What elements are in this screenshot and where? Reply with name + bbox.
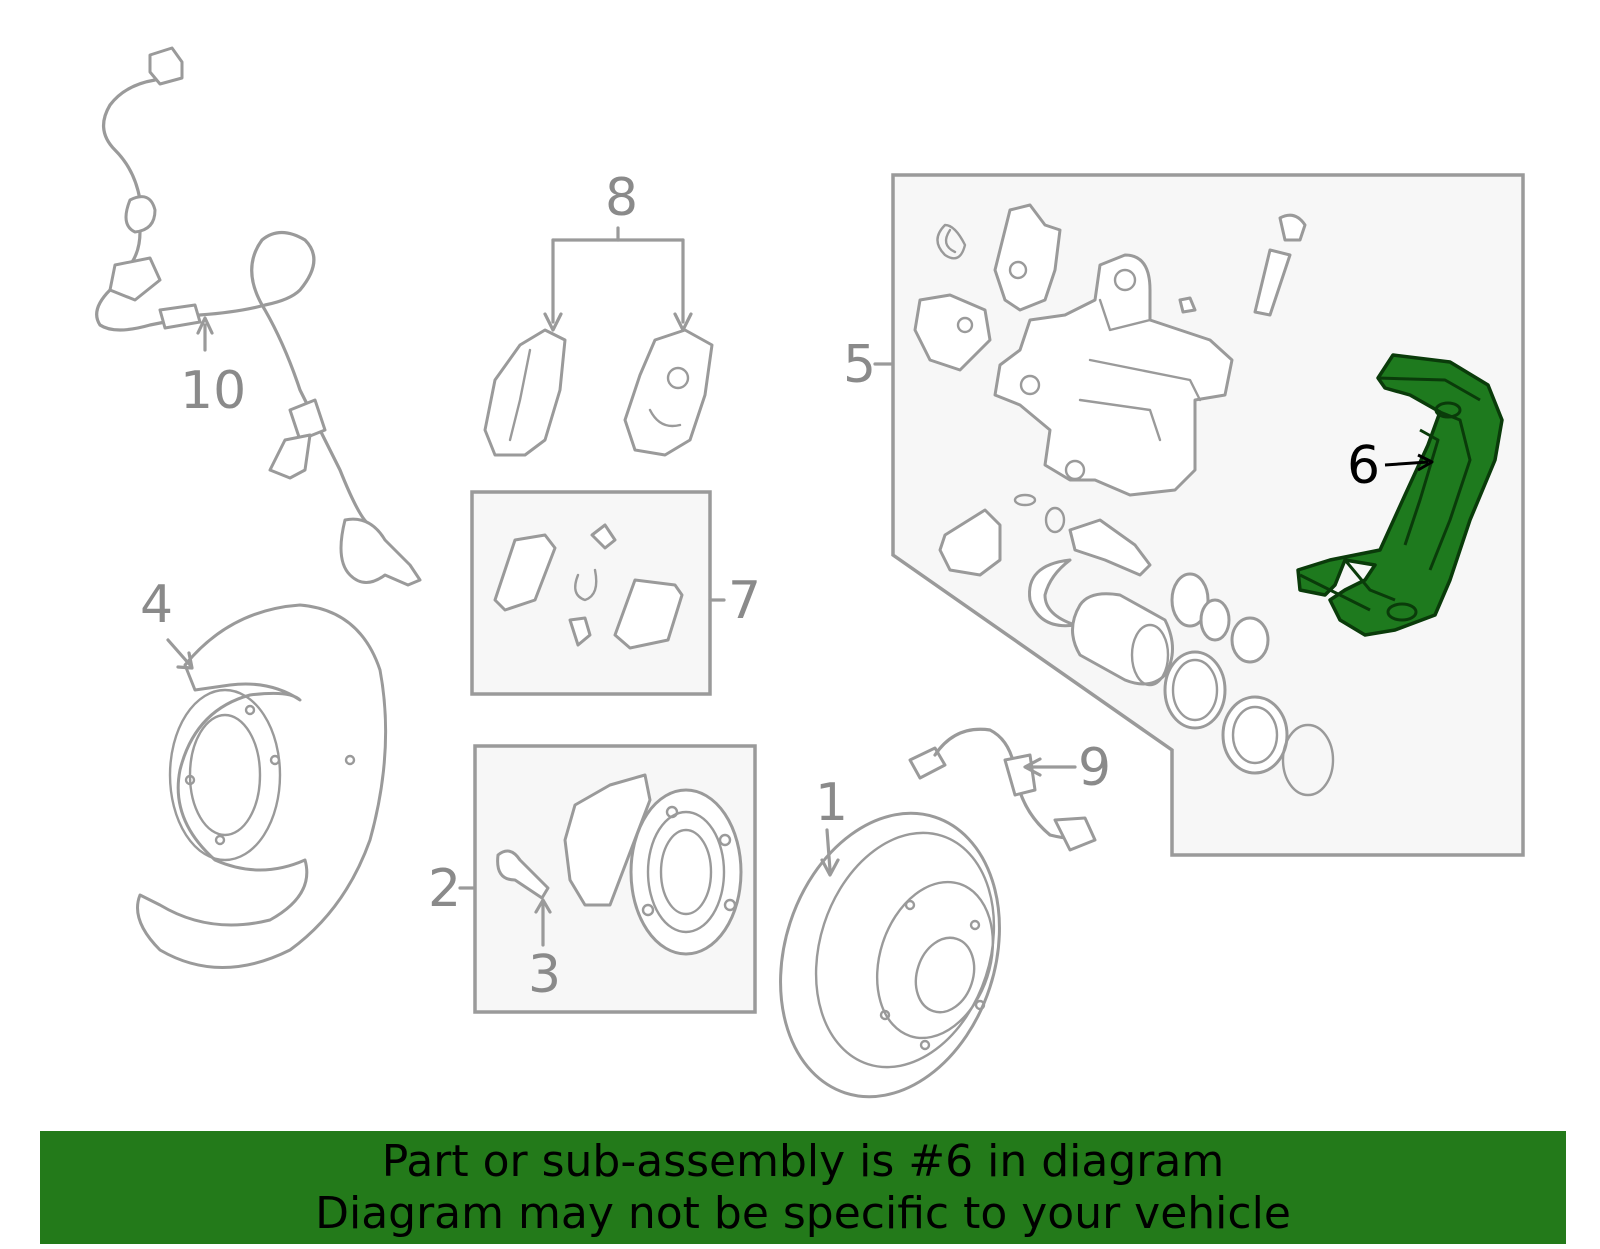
hub-bearing: [563, 773, 743, 956]
callout-4: 4: [140, 575, 173, 635]
hub-bolt: [496, 849, 552, 947]
hardware-kit-parts: [493, 523, 684, 650]
info-banner: Part or sub-assembly is #6 in diagram Di…: [40, 1131, 1566, 1244]
brake-pads: [483, 226, 714, 457]
callout-7: 7: [728, 571, 761, 631]
callout-8: 8: [605, 168, 638, 228]
caliper-small-parts: [913, 203, 1307, 372]
callout-1: 1: [815, 773, 848, 833]
caliper-seal-parts: [938, 493, 1335, 797]
callout-2: 2: [428, 859, 461, 919]
callout-6: 6: [1347, 436, 1380, 496]
abs-sensor-wire: [95, 46, 422, 587]
brake-hose: [908, 727, 1097, 852]
caliper-body: [993, 253, 1234, 497]
callout-10: 10: [180, 361, 246, 421]
caliper-bracket-highlighted: [1296, 353, 1504, 637]
callout-3: 3: [528, 945, 561, 1005]
banner-line-1: Part or sub-assembly is #6 in diagram: [381, 1135, 1225, 1187]
callout-9: 9: [1078, 738, 1111, 798]
dust-shield: [136, 603, 388, 969]
leader-lines: [166, 316, 1434, 877]
banner-line-2: Diagram may not be specific to your vehi…: [315, 1187, 1291, 1239]
brake-rotor: [779, 811, 1001, 1099]
callout-5: 5: [843, 335, 876, 395]
